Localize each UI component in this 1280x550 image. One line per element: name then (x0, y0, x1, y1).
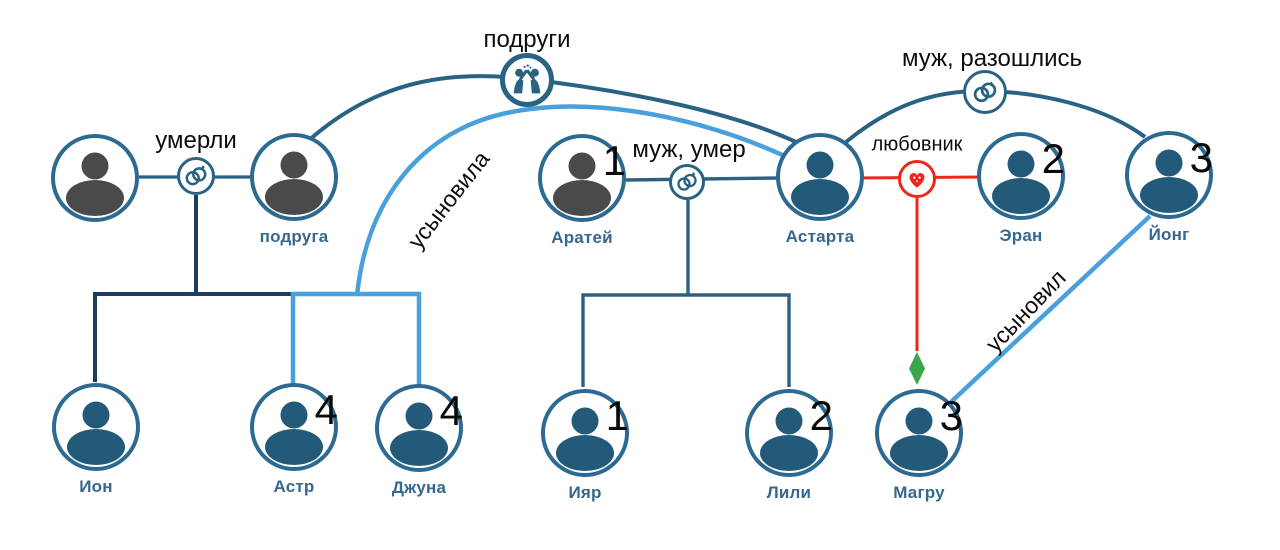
person-iyar[interactable]: 1 Ияр (541, 389, 629, 503)
person-avatar-icon (760, 407, 818, 471)
person-circle (250, 133, 338, 221)
person-name: Магру (893, 483, 945, 502)
edge-adopted-he-line (949, 214, 1152, 404)
person-dzhuna[interactable]: 4 Джуна (375, 384, 463, 498)
wedding-rings-icon (669, 164, 705, 200)
spouse-order-number: 3 (1189, 134, 1213, 181)
person-circle: 1 (538, 134, 626, 222)
person-unnamed[interactable] (51, 134, 139, 228)
edge-children-bar-adopted (290, 291, 422, 385)
person-name: Ияр (568, 483, 602, 502)
person-astarta[interactable]: Астарта (776, 133, 864, 247)
person-ion[interactable]: Ион (52, 383, 140, 497)
person-circle: 3 (1125, 131, 1213, 219)
person-name: Астарта (785, 227, 855, 246)
label-husband-died: муж, умер (632, 136, 746, 163)
person-name: Аратей (551, 228, 613, 247)
person-name: Ион (79, 477, 113, 496)
person-circle: 3 (875, 389, 963, 477)
plumbob-diamond-icon (909, 352, 925, 385)
edge-adopted-she-curve (354, 104, 790, 297)
person-avatar-icon (265, 151, 323, 215)
person-circle: 4 (375, 384, 463, 472)
label-husband-separated: муж, разошлись (901, 45, 1083, 72)
person-circle: 1 (541, 389, 629, 477)
spouse-order-number: 2 (809, 392, 833, 439)
person-name: подруга (259, 227, 329, 246)
person-circle (776, 133, 864, 221)
person-name: Йонг (1148, 225, 1190, 244)
person-avatar-icon (992, 150, 1050, 214)
person-avatar-icon (67, 401, 125, 465)
edge-children-bar-center (581, 293, 791, 387)
person-avatar-icon (553, 152, 611, 216)
person-astr[interactable]: 4 Астр (250, 383, 338, 497)
spouse-order-number: 4 (439, 387, 463, 434)
person-circle: 2 (977, 132, 1065, 220)
person-avatar-icon (890, 407, 948, 471)
person-aratei[interactable]: 1 Аратей (538, 134, 626, 248)
label-died: умерли (155, 127, 237, 154)
label-friends: подруги (483, 26, 571, 53)
person-podruga[interactable]: подруга (250, 133, 338, 247)
spouse-order-number: 4 (314, 386, 338, 433)
person-name: Лили (766, 483, 812, 502)
person-circle (51, 134, 139, 222)
person-circle: 4 (250, 383, 338, 471)
person-yong[interactable]: 3 Йонг (1125, 131, 1213, 245)
person-avatar-icon (66, 152, 124, 216)
person-name: Джуна (391, 478, 447, 497)
edge-children-bar-left (93, 292, 293, 382)
person-circle: 2 (745, 389, 833, 477)
label-lover: любовник (871, 133, 963, 156)
person-avatar-icon (265, 401, 323, 465)
person-name: Эран (999, 226, 1043, 245)
person-magru[interactable]: 3 Магру (875, 389, 963, 503)
spouse-order-number: 3 (939, 392, 963, 439)
person-avatar-icon (791, 151, 849, 215)
wedding-rings-icon (177, 157, 215, 195)
person-avatar-icon (390, 402, 448, 466)
spouse-order-number: 1 (605, 392, 629, 439)
person-avatar-icon (556, 407, 614, 471)
person-lili[interactable]: 2 Лили (745, 389, 833, 503)
friends-highfive-icon (500, 53, 554, 107)
spouse-order-number: 1 (602, 137, 626, 184)
spouse-order-number: 2 (1041, 135, 1065, 182)
person-circle (52, 383, 140, 471)
heart-icon (898, 160, 936, 198)
person-eran[interactable]: 2 Эран (977, 132, 1065, 246)
person-avatar-icon (1140, 149, 1198, 213)
wedding-rings-icon (963, 70, 1007, 114)
person-name: Астр (273, 477, 315, 496)
